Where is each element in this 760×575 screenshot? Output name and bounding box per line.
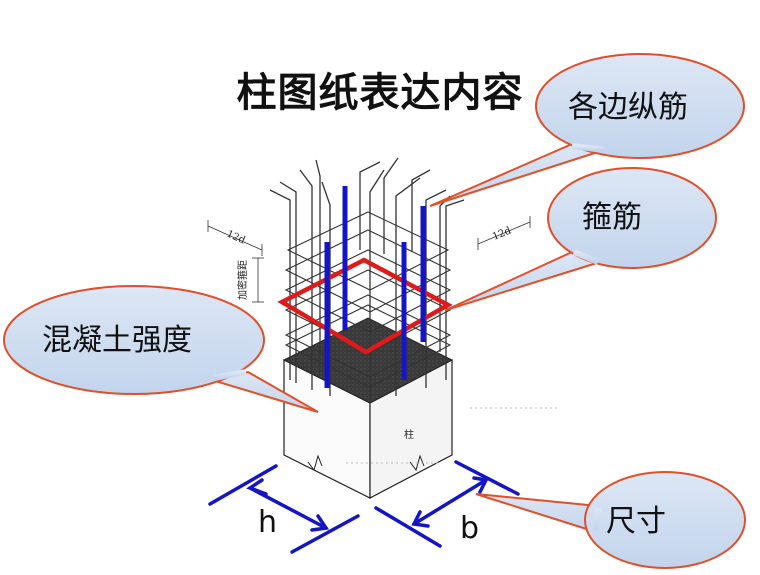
callout-dimension: [475, 471, 746, 569]
dimension-h-label: h: [258, 505, 277, 540]
dimension-b-arrow: [374, 460, 520, 548]
callout-stirrup: [445, 167, 717, 311]
column-label: 柱: [404, 428, 414, 441]
longitudinal-rebar-highlight: [324, 186, 426, 388]
anchor-dimension-left: [207, 220, 263, 256]
callout-longitudinal-rebar: [429, 53, 745, 207]
callout-dimension-text: 尺寸: [606, 504, 666, 539]
anchor-dimension-right: [477, 216, 531, 250]
callout-stirrup-text: 箍筋: [582, 200, 642, 235]
anchor-length-left: 12d: [225, 229, 247, 247]
page-title: 柱图纸表达内容: [236, 70, 524, 116]
anchor-length-right: 12d: [491, 225, 513, 243]
callout-concrete-strength: [3, 285, 319, 413]
dimension-b-label: b: [460, 511, 479, 546]
callout-concrete-strength-text: 混凝土强度: [42, 323, 192, 358]
dense-zone-label: 加密箍距: [236, 260, 249, 300]
dimension-h-arrow: [208, 464, 360, 554]
dense-zone-dimension: [252, 257, 264, 303]
callout-longitudinal-rebar-text: 各边纵筋: [568, 90, 688, 125]
stirrup-highlight: [277, 257, 453, 355]
